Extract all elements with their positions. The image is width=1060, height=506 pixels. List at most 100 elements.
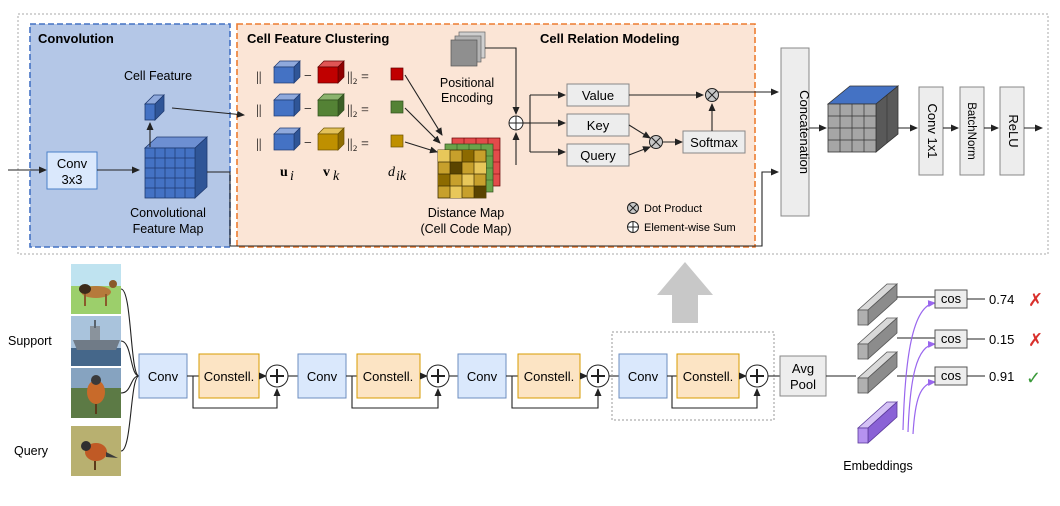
key-label: Key bbox=[587, 118, 610, 133]
svg-text:u: u bbox=[280, 165, 288, 180]
stage3-constell bbox=[517, 353, 581, 399]
support-image-ship bbox=[71, 316, 121, 366]
legend-sum-label: Element-wise Sum bbox=[644, 222, 736, 234]
img4-line bbox=[120, 375, 140, 452]
stage3-sum-icon bbox=[586, 364, 610, 388]
avgpool-label-2: Pool bbox=[790, 377, 816, 392]
module-outline bbox=[17, 13, 1049, 255]
svg-text:||: || bbox=[256, 137, 262, 152]
stage4-sum-icon bbox=[745, 364, 769, 388]
u-label: u i bbox=[280, 165, 294, 184]
stage1-residual bbox=[192, 376, 281, 409]
svg-text:||₂ =: ||₂ = bbox=[347, 103, 369, 118]
embedding-bar-query bbox=[856, 401, 899, 444]
element-sum-legend-icon bbox=[627, 221, 639, 233]
distance-map-label-1: Distance Map bbox=[428, 206, 504, 220]
stage3-conv-label: Conv bbox=[467, 369, 498, 384]
query-to-dot-arrow bbox=[628, 146, 651, 156]
positional-label-1: Positional bbox=[440, 76, 494, 90]
check-icon: ✓ bbox=[1026, 368, 1041, 388]
img2-line bbox=[120, 340, 140, 377]
embedding-bar-3 bbox=[856, 351, 899, 394]
svg-text:v: v bbox=[323, 165, 330, 180]
score-3: 0.91 bbox=[989, 369, 1014, 384]
query-cos-curve-3 bbox=[912, 378, 936, 435]
positional-label-2: Encoding bbox=[441, 91, 493, 105]
conv3x3-line1: Conv bbox=[57, 156, 88, 171]
svg-text:||₂ =: ||₂ = bbox=[347, 70, 369, 85]
up-arrow-icon bbox=[657, 262, 713, 323]
softmax-label: Softmax bbox=[690, 135, 738, 150]
stage2-sum-icon bbox=[426, 364, 450, 388]
stage1-sum-icon bbox=[265, 364, 289, 388]
d3-arrow bbox=[404, 141, 438, 154]
query-cos-curve-1 bbox=[902, 300, 936, 431]
feature-map-label-1: Convolutional bbox=[130, 206, 206, 220]
support-label: Support bbox=[8, 334, 52, 348]
svg-text:ik: ik bbox=[396, 169, 407, 184]
norm-row-red: || − ||₂ = bbox=[256, 60, 404, 85]
svg-text:||: || bbox=[256, 103, 262, 118]
avgpool-label-1: Avg bbox=[792, 361, 814, 376]
cos-label-2: cos bbox=[941, 331, 962, 346]
d1-arrow bbox=[404, 74, 443, 136]
embedding-bar-1 bbox=[856, 283, 899, 326]
norm-row-gold: || − ||₂ = bbox=[256, 127, 404, 152]
stage2-constell bbox=[356, 353, 421, 399]
support-image-dog bbox=[71, 264, 121, 314]
relation-title: Cell Relation Modeling bbox=[540, 31, 679, 46]
batchnorm-label: BatchNorm bbox=[965, 102, 977, 160]
feature-map-cube bbox=[143, 136, 209, 199]
softmax-box bbox=[682, 130, 746, 154]
cos-label-3: cos bbox=[941, 368, 962, 383]
stage4-constell-label: Constell. bbox=[683, 369, 734, 384]
stage3-residual bbox=[511, 376, 602, 409]
stage1-conv-label: Conv bbox=[148, 369, 179, 384]
stage4-conv-label: Conv bbox=[628, 369, 659, 384]
avgpool-box bbox=[779, 355, 827, 397]
concatenation-label: Concatenation bbox=[797, 90, 812, 174]
conv1x1-box bbox=[918, 86, 944, 176]
conv1x1-label: Conv 1x1 bbox=[925, 104, 940, 159]
skip-connection-line bbox=[207, 168, 779, 247]
svg-text:d: d bbox=[388, 165, 396, 180]
stage4-residual bbox=[671, 376, 761, 409]
dot-product-legend-icon bbox=[627, 202, 639, 214]
score-1: 0.74 bbox=[989, 292, 1014, 307]
cos-label-1: cos bbox=[941, 291, 962, 306]
cross-icon-2: ✗ bbox=[1028, 330, 1043, 350]
svg-text:k: k bbox=[333, 169, 340, 184]
pos-to-sum-arrow bbox=[485, 47, 520, 115]
convolution-panel bbox=[29, 23, 231, 248]
dot-product-icon bbox=[649, 135, 663, 149]
concatenation-box bbox=[780, 47, 810, 217]
norm-row-green: || − ||₂ = bbox=[256, 93, 404, 118]
svg-text:−: − bbox=[304, 69, 312, 84]
output-cube bbox=[826, 85, 900, 153]
stage4-constell bbox=[676, 353, 740, 399]
feature-map-label-2: Feature Map bbox=[133, 222, 204, 236]
legend-dot-label: Dot Product bbox=[644, 203, 702, 215]
value-label: Value bbox=[582, 88, 614, 103]
element-sum-icon bbox=[508, 115, 524, 131]
score-2: 0.15 bbox=[989, 332, 1014, 347]
query-cos-curve-2 bbox=[907, 340, 936, 433]
cell-to-cluster-arrow bbox=[171, 107, 245, 118]
svg-text:−: − bbox=[304, 102, 312, 117]
svg-text:||₂ =: ||₂ = bbox=[347, 137, 369, 152]
distance-map-stack bbox=[437, 137, 501, 199]
svg-text:i: i bbox=[290, 169, 294, 184]
conv3x3-line2: 3x3 bbox=[62, 172, 83, 187]
relu-box bbox=[999, 86, 1025, 176]
stage1-conv bbox=[138, 353, 188, 399]
v-label: v k bbox=[323, 165, 340, 184]
distance-map-label-2: (Cell Code Map) bbox=[420, 222, 511, 236]
cell-feature-cube bbox=[144, 94, 165, 121]
dot-product-icon-2 bbox=[705, 88, 719, 102]
svg-text:||: || bbox=[256, 70, 262, 85]
img1-line bbox=[120, 288, 140, 377]
svg-text:−: − bbox=[304, 136, 312, 151]
convolution-title: Convolution bbox=[38, 31, 114, 46]
cell-feature-label: Cell Feature bbox=[124, 69, 192, 83]
